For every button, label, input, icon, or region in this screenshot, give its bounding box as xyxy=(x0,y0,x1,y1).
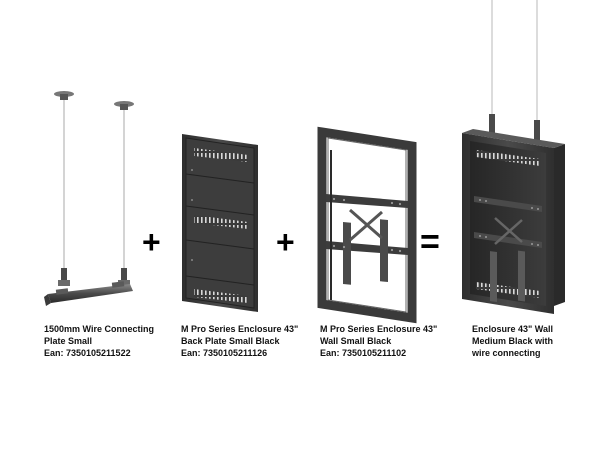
product-caption: M Pro Series Enclosure 43" Back Plate Sm… xyxy=(181,323,298,359)
enclosure-back-plate-image xyxy=(182,134,258,312)
equals-sign: = xyxy=(420,223,440,261)
caption-line: Back Plate Small Black xyxy=(181,336,280,346)
product-caption: 1500mm Wire Connecting Plate Small Ean: … xyxy=(44,323,154,359)
caption-line: M Pro Series Enclosure 43" xyxy=(320,324,438,334)
caption-line: Medium Black with xyxy=(472,336,554,346)
caption-line: Plate Small xyxy=(44,336,93,346)
product-caption: Enclosure 43" Wall Medium Black with wir… xyxy=(472,323,553,359)
caption-line: wire connecting xyxy=(472,348,541,358)
plus-sign: + xyxy=(276,224,295,260)
enclosure-wall-frame-image xyxy=(317,126,417,324)
caption-line: 1500mm Wire Connecting xyxy=(44,324,154,334)
caption-line: M Pro Series Enclosure 43" xyxy=(181,324,299,334)
wire-connecting-plate-image xyxy=(44,91,134,306)
plus-sign: + xyxy=(142,224,161,260)
complete-enclosure-image xyxy=(462,0,565,314)
caption-line: Ean: 7350105211102 xyxy=(320,348,407,358)
caption-line: Wall Small Black xyxy=(320,336,392,346)
connecting-bar xyxy=(48,284,133,303)
caption-line: Enclosure 43" Wall xyxy=(472,324,553,334)
caption-line: Ean: 7350105211126 xyxy=(181,348,268,358)
product-caption: M Pro Series Enclosure 43" Wall Small Bl… xyxy=(320,323,437,359)
caption-line: Ean: 7350105211522 xyxy=(44,348,131,358)
